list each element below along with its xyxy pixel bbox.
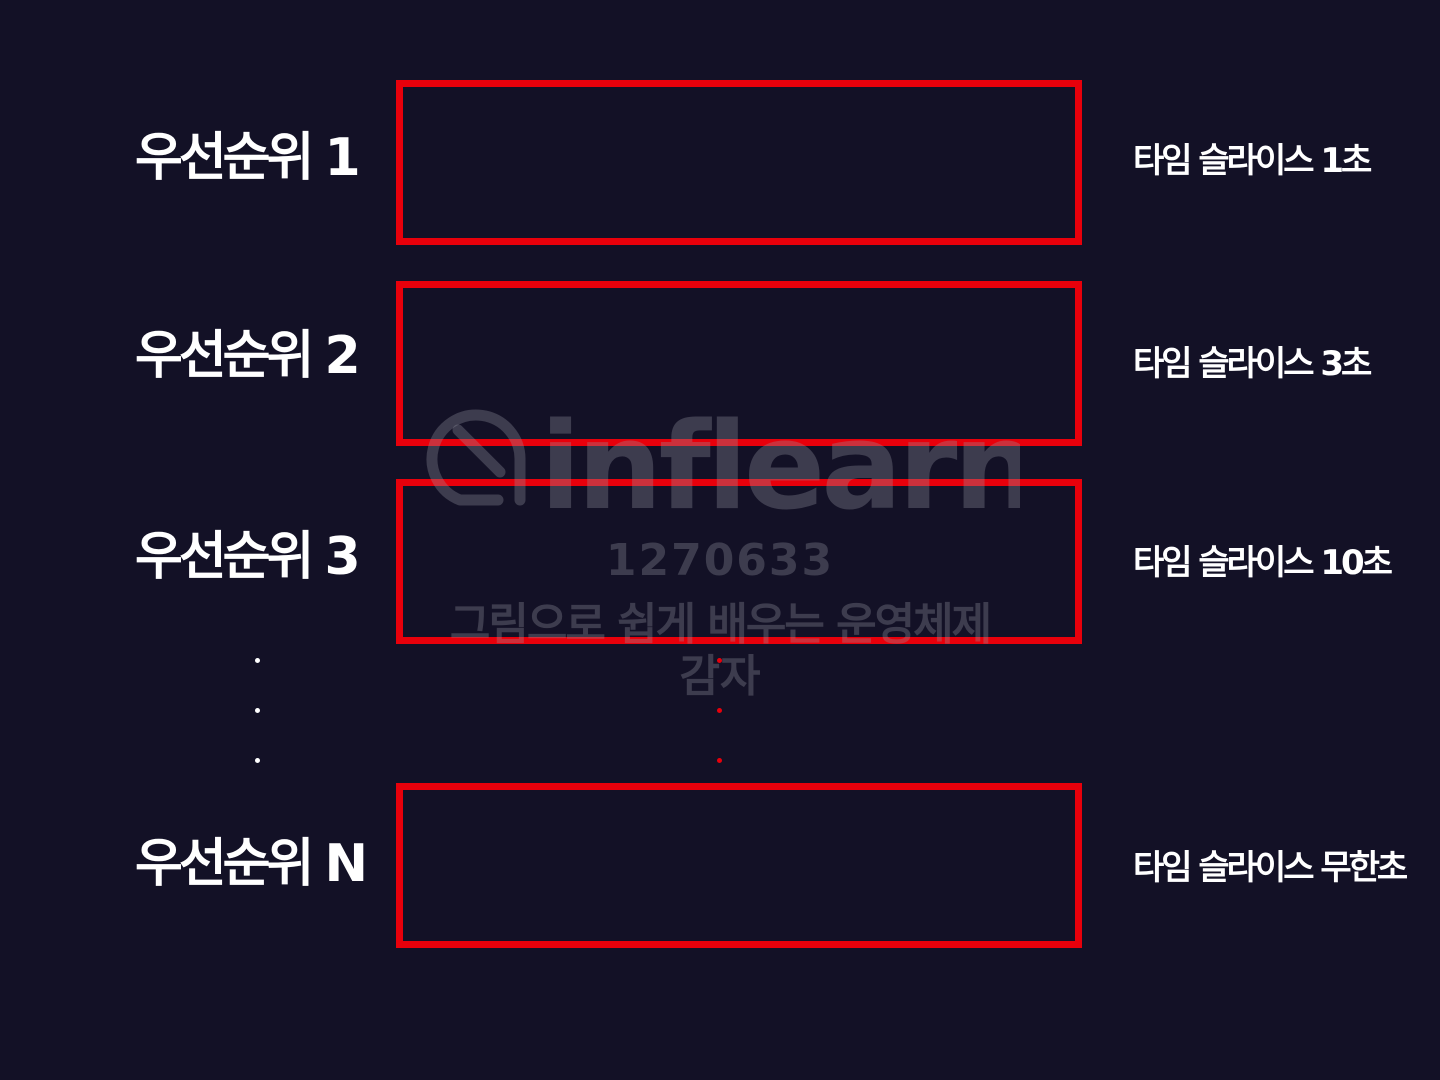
queue-box-2	[396, 281, 1082, 446]
time-slice-label-3: 타임 슬라이스 10초	[1133, 543, 1393, 583]
ellipsis-dot-center-1	[717, 658, 722, 663]
time-slice-label-1: 타임 슬라이스 1초	[1133, 141, 1372, 181]
priority-label-3: 우선순위 3	[135, 527, 361, 587]
priority-label-2: 우선순위 2	[135, 326, 361, 386]
ellipsis-dot-center-2	[717, 708, 722, 713]
time-slice-label-n: 타임 슬라이스 무한초	[1133, 848, 1408, 888]
ellipsis-dot-center-3	[717, 758, 722, 763]
queue-box-3	[396, 479, 1082, 644]
ellipsis-dot-left-2	[255, 708, 260, 713]
queue-box-n	[396, 783, 1082, 948]
priority-label-1: 우선순위 1	[135, 128, 361, 188]
priority-label-n: 우선순위 N	[135, 834, 368, 894]
watermark-user: 감자	[679, 651, 761, 702]
queue-box-1	[396, 80, 1082, 245]
ellipsis-dot-left-3	[255, 758, 260, 763]
ellipsis-dot-left-1	[255, 658, 260, 663]
time-slice-label-2: 타임 슬라이스 3초	[1133, 344, 1372, 384]
